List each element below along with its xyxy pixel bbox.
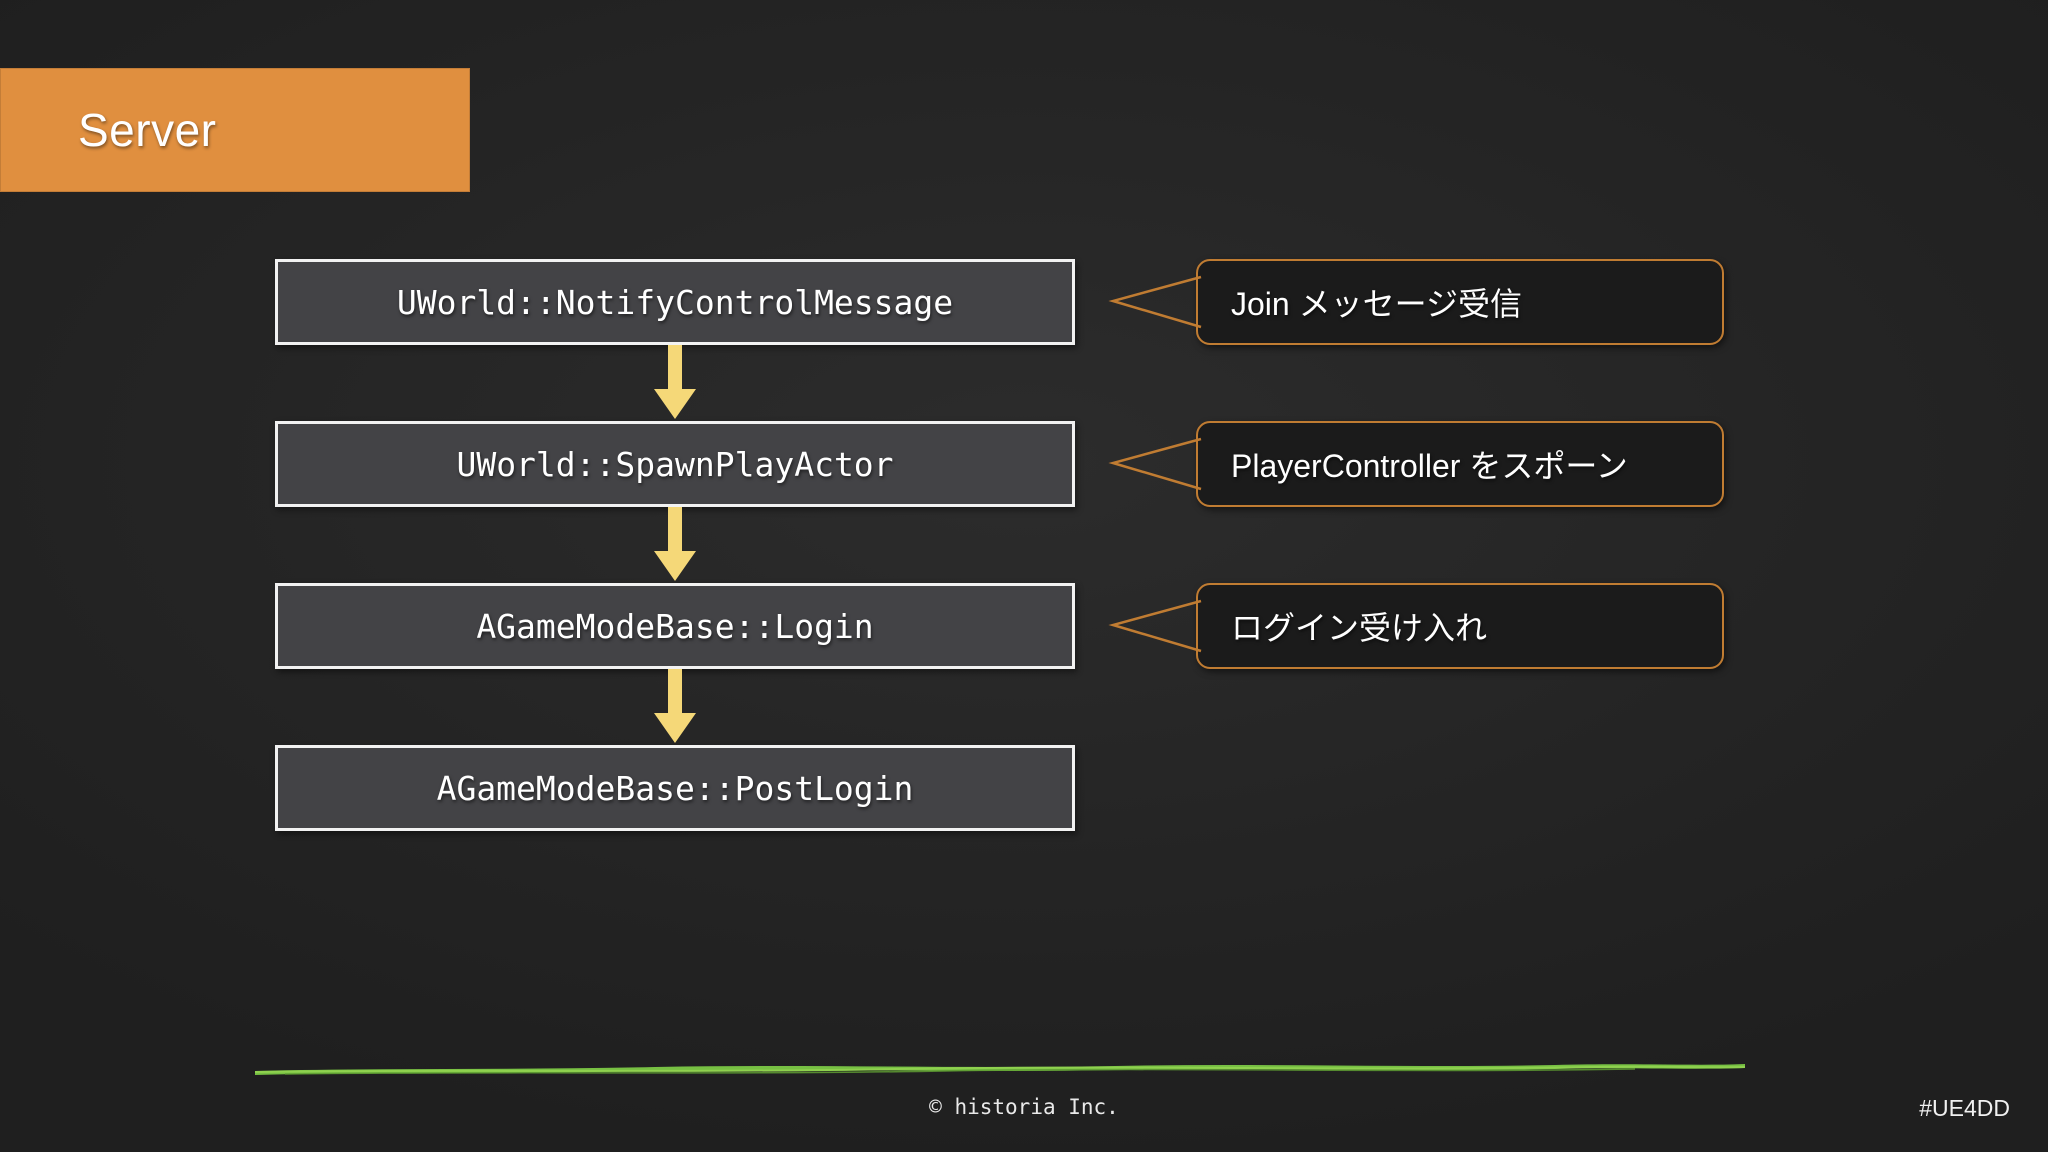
callout-label: ログイン受け入れ bbox=[1231, 610, 1488, 646]
callout-pointer-icon bbox=[1093, 271, 1203, 333]
callout-label: PlayerController をスポーン bbox=[1231, 448, 1628, 484]
flow-box-post-login[interactable]: AGameModeBase::PostLogin bbox=[275, 745, 1075, 831]
grass-divider-icon bbox=[255, 1058, 1745, 1080]
flow-arrow-down-3 bbox=[651, 669, 699, 745]
flow-arrow-down-2 bbox=[651, 507, 699, 583]
footer-hashtag: #UE4DD bbox=[1919, 1095, 2010, 1121]
flow-arrow-down-1 bbox=[651, 345, 699, 421]
page-title: Server bbox=[78, 104, 217, 156]
footer-copyright: © historia Inc. bbox=[929, 1095, 1119, 1119]
flow-box-label: UWorld::NotifyControlMessage bbox=[396, 282, 954, 322]
callout-pointer-icon bbox=[1093, 433, 1203, 495]
callout-accept-login[interactable]: ログイン受け入れ bbox=[1108, 583, 1724, 669]
flow-box-label: AGameModeBase::PostLogin bbox=[436, 768, 914, 808]
flow-box-label: UWorld::SpawnPlayActor bbox=[456, 444, 894, 484]
callout-join-message[interactable]: Join メッセージ受信 bbox=[1108, 259, 1724, 345]
callout-pointer-icon bbox=[1093, 595, 1203, 657]
flow-box-notify-control-message[interactable]: UWorld::NotifyControlMessage bbox=[275, 259, 1075, 345]
flow-box-label: AGameModeBase::Login bbox=[476, 606, 874, 646]
flow-box-spawn-play-actor[interactable]: UWorld::SpawnPlayActor bbox=[275, 421, 1075, 507]
callout-label: Join メッセージ受信 bbox=[1231, 286, 1522, 322]
section-title-banner: Server bbox=[0, 68, 470, 192]
callout-spawn-playercontroller[interactable]: PlayerController をスポーン bbox=[1108, 421, 1724, 507]
flow-box-login[interactable]: AGameModeBase::Login bbox=[275, 583, 1075, 669]
